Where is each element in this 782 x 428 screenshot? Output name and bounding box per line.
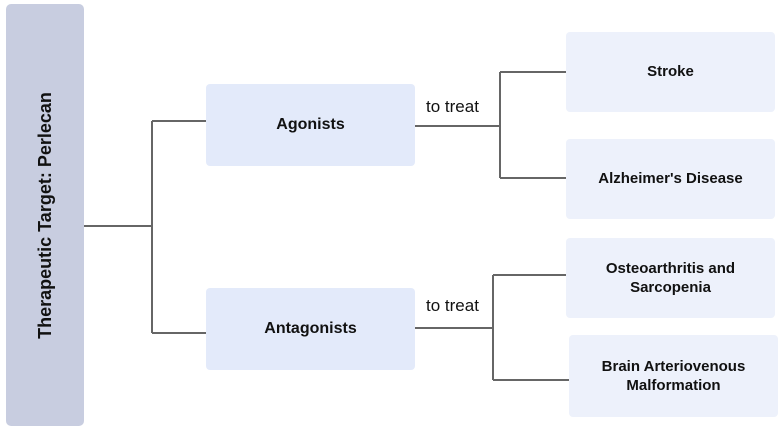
antagonists-label: Antagonists bbox=[264, 320, 357, 337]
osteoarthritis-label: Osteoarthritis and Sarcopenia bbox=[605, 259, 736, 297]
agonists-node: Agonists bbox=[206, 84, 415, 166]
bavm-node: Brain Arteriovenous Malformation bbox=[569, 335, 778, 417]
antagonists-node: Antagonists bbox=[206, 288, 415, 370]
alzheimers-label: Alzheimer's Disease bbox=[598, 170, 743, 188]
agonists-label: Agonists bbox=[276, 116, 345, 133]
stroke-node: Stroke bbox=[566, 32, 775, 112]
bavm-label: Brain Arteriovenous Malformation bbox=[601, 357, 746, 395]
stroke-label: Stroke bbox=[647, 63, 694, 81]
antagonists-treat-label: to treat bbox=[426, 296, 479, 316]
root-label: Therapeutic Target: Perlecan bbox=[34, 91, 55, 339]
agonists-treat-label: to treat bbox=[426, 97, 479, 117]
alzheimers-node: Alzheimer's Disease bbox=[566, 139, 775, 219]
osteoarthritis-node: Osteoarthritis and Sarcopenia bbox=[566, 238, 775, 318]
root-node: Therapeutic Target: Perlecan bbox=[6, 4, 84, 426]
